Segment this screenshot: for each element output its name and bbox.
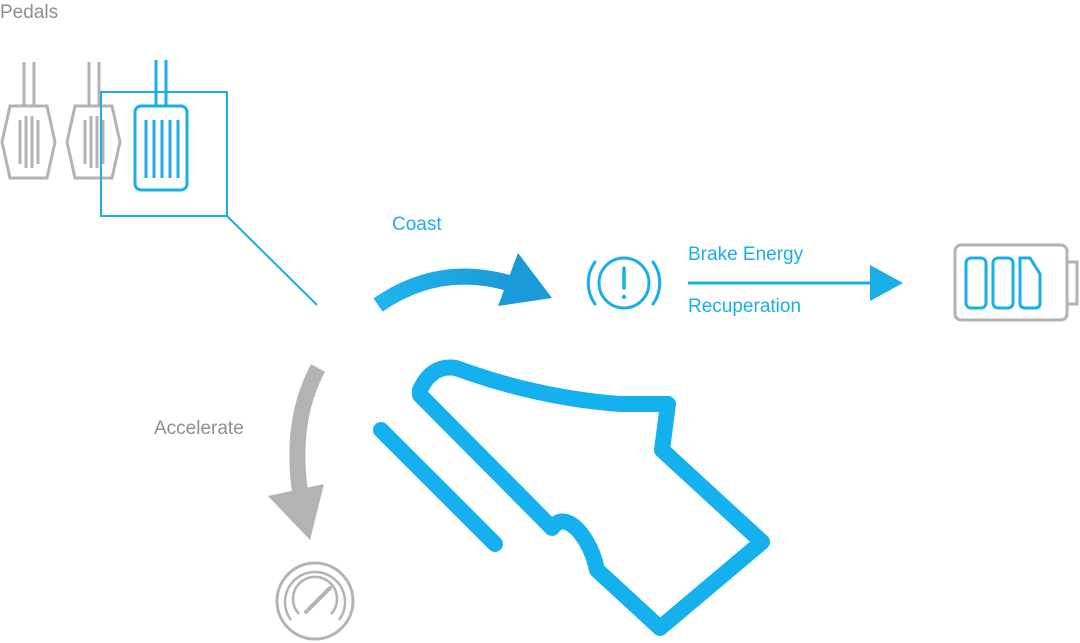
recuperation-arrow [688, 265, 903, 301]
accelerator-pedal-icon [133, 60, 189, 192]
accelerate-arrow [268, 364, 326, 540]
brake-warning-icon [586, 256, 662, 310]
coast-label: Coast [392, 214, 442, 235]
zoom-frame [100, 91, 318, 306]
brake-energy-label: Brake Energy [688, 244, 804, 265]
pedals-title: Pedals [0, 2, 59, 23]
recuperation-label: Recuperation [688, 296, 802, 317]
brake-pedal-icon [65, 62, 122, 180]
accelerate-label: Accelerate [154, 418, 244, 439]
coast-arrow [373, 253, 552, 312]
battery-icon [953, 243, 1079, 322]
clutch-pedal-icon [0, 62, 57, 180]
speedometer-icon [275, 561, 355, 641]
foot-icon [373, 359, 770, 636]
